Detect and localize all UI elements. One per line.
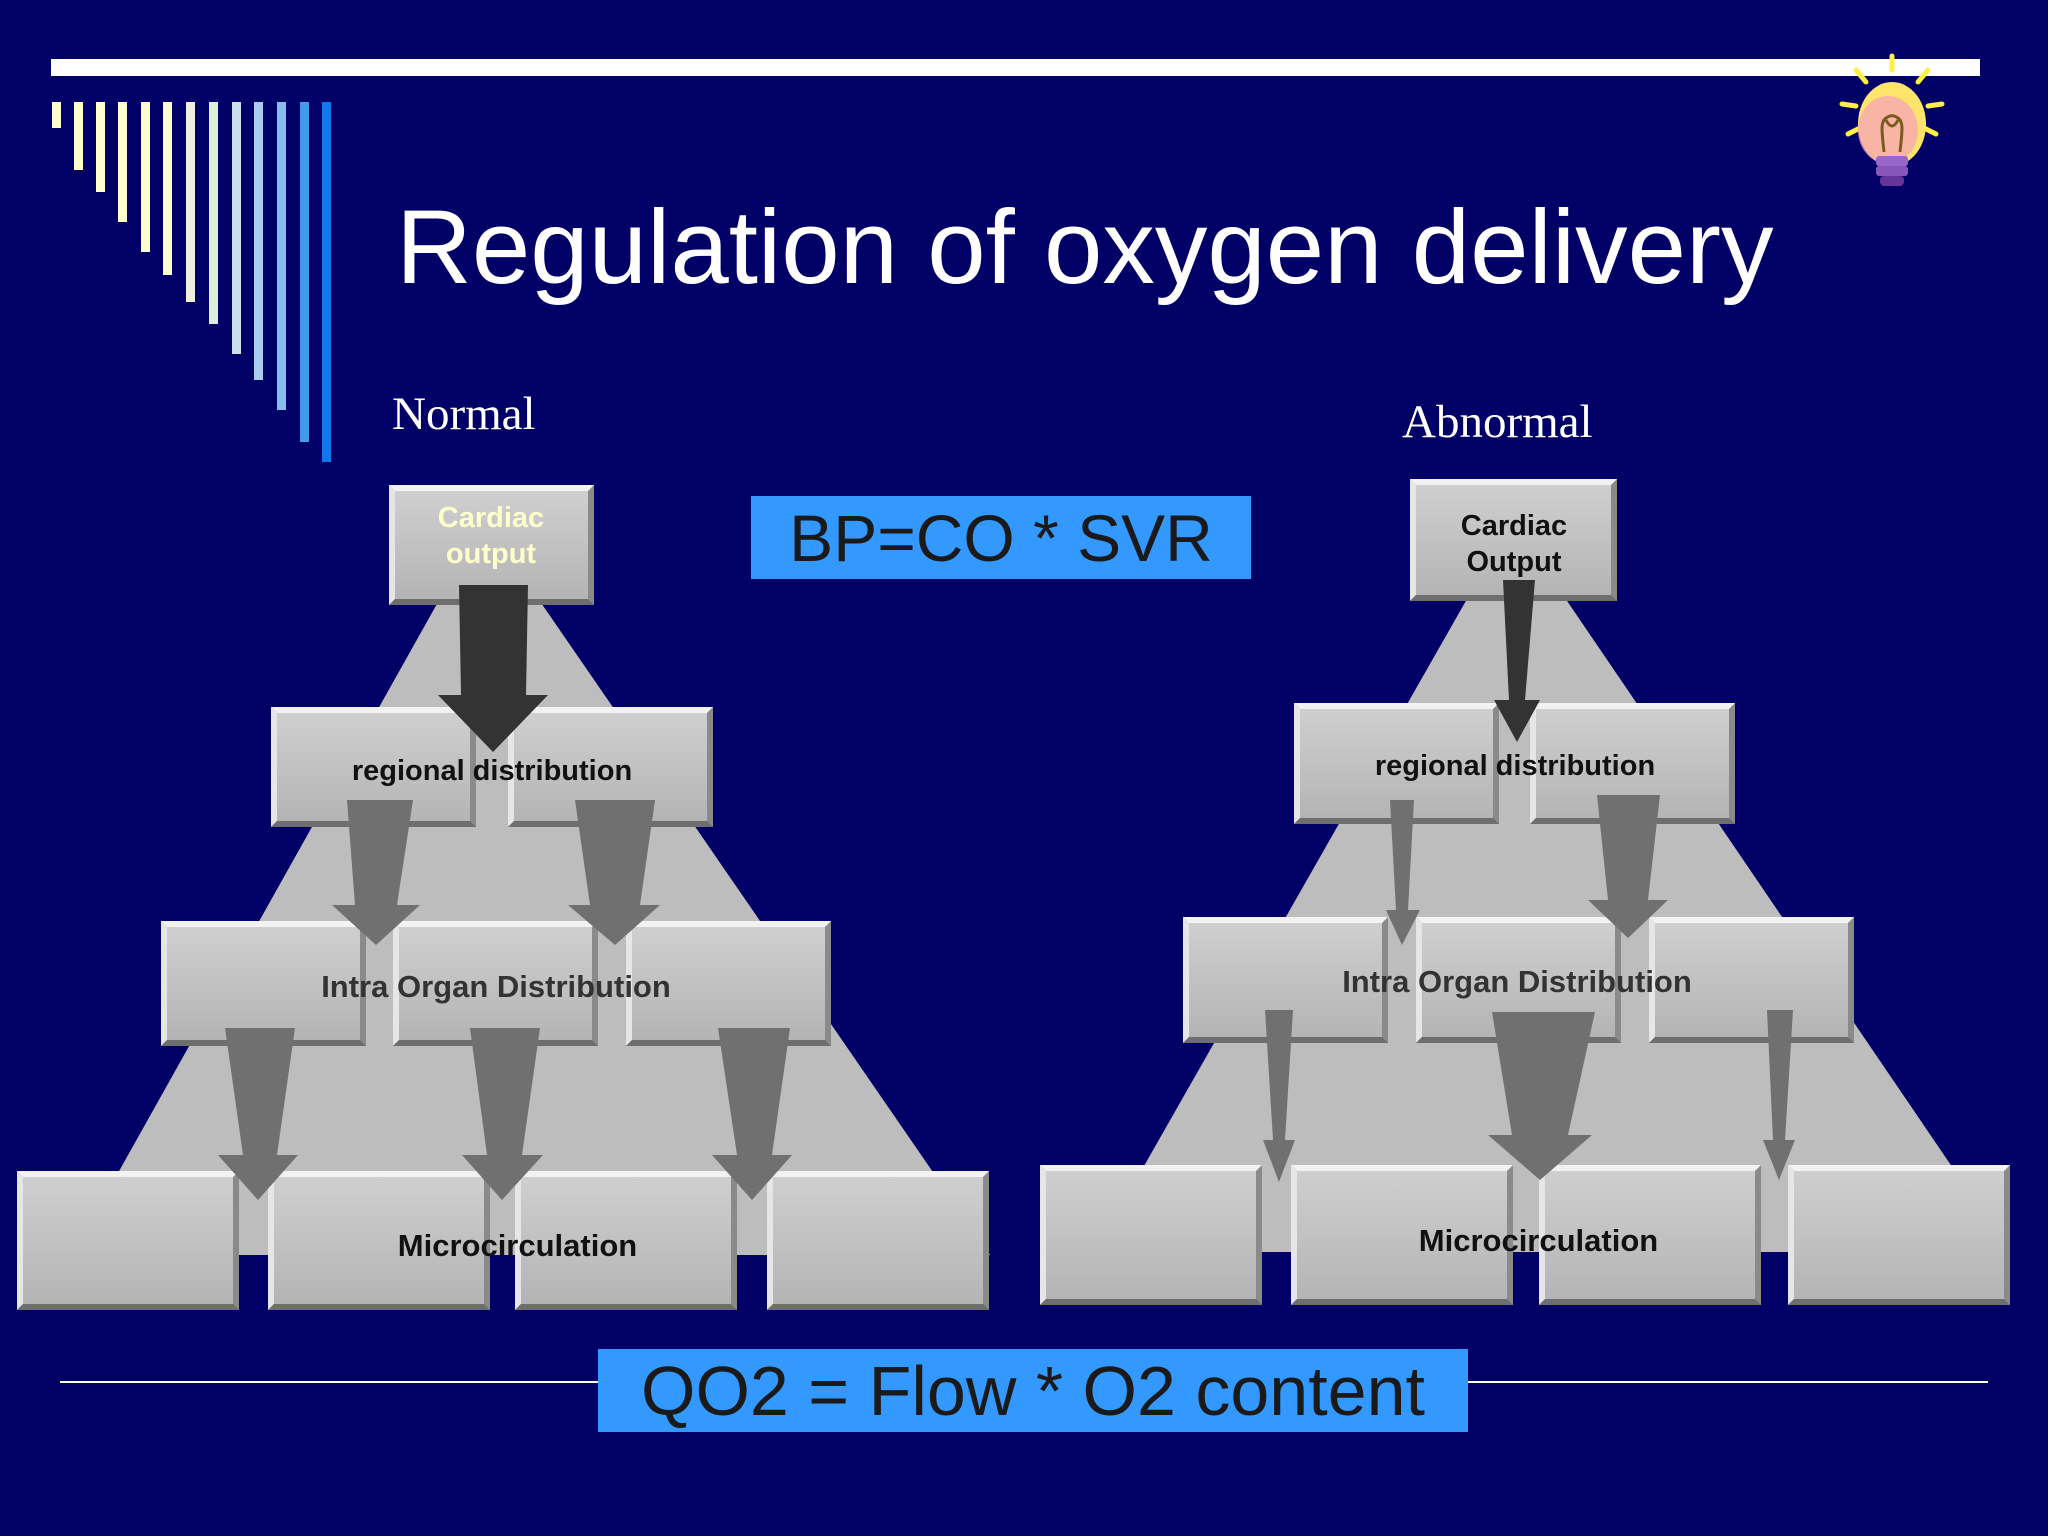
abnormal-arrow-intra-right (1763, 1010, 1795, 1180)
decorative-bar (322, 102, 331, 462)
decorative-bar (186, 102, 195, 302)
decorative-bar (163, 102, 172, 275)
diagram-box (767, 1171, 989, 1310)
abnormal-arrow-cardiac (1494, 580, 1540, 742)
abnormal-arrow-intra-mid (1488, 1012, 1595, 1180)
diagram-box (1649, 917, 1854, 1043)
bp-formula-box: BP=CO * SVR (751, 496, 1251, 579)
diagram-box (161, 921, 366, 1046)
diagram-box (1040, 1165, 1262, 1305)
normal-boxes (17, 485, 989, 1310)
decorative-bar (232, 102, 241, 354)
abnormal-arrow-regional-left (1386, 800, 1420, 945)
abnormal-label: Abnormal (1402, 396, 1593, 448)
diagram-box (389, 485, 594, 605)
bottom-rule-left (60, 1381, 600, 1383)
diagram-box (268, 1171, 490, 1310)
normal-intra-organ-label: Intra Organ Distribution (321, 969, 671, 1004)
diagram-box (17, 1171, 239, 1310)
decorative-bar (209, 102, 218, 324)
normal-pyramid (72, 520, 990, 1255)
qo2-formula-box: QO2 = Flow * O2 content (598, 1349, 1468, 1432)
abnormal-intra-organ-label: Intra Organ Distribution (1342, 964, 1692, 999)
decorative-bar (96, 102, 105, 192)
normal-arrow-regional-left (332, 800, 420, 945)
abnormal-arrow-regional-right (1588, 795, 1668, 938)
diagram-box (508, 707, 713, 827)
normal-arrows (218, 585, 792, 1200)
diagram-box (1291, 1165, 1513, 1305)
decorative-bar (254, 102, 263, 380)
diagram-box (1539, 1165, 1761, 1305)
lightbulb-icon (1839, 53, 1945, 186)
normal-arrow-cardiac (438, 585, 548, 752)
abnormal-arrows (1263, 580, 1795, 1182)
normal-microcirculation-label: Microcirculation (397, 1228, 638, 1263)
normal-label: Normal (392, 388, 536, 440)
diagram-box (1788, 1165, 2010, 1305)
normal-arrow-regional-right (568, 800, 660, 945)
normal-arrow-intra-right (712, 1028, 792, 1200)
abnormal-cardiac-output-label: Cardiac Output (1460, 510, 1568, 579)
decorative-bar (141, 102, 150, 252)
bottom-rule-right (1468, 1381, 1988, 1383)
diagram-box (1410, 479, 1617, 601)
abnormal-arrow-intra-left (1263, 1010, 1295, 1182)
normal-arrow-intra-left (218, 1028, 298, 1200)
normal-cardiac-output-label: Cardiac output (437, 502, 545, 571)
normal-regional-distribution-label: regional distribution (351, 755, 633, 787)
diagram-box (393, 921, 598, 1046)
decorative-bar (118, 102, 127, 222)
decorative-bar (277, 102, 286, 410)
decorative-bar (52, 102, 61, 128)
diagram-box (626, 921, 831, 1046)
decorative-bar (74, 102, 83, 170)
abnormal-regional-distribution-label: regional distribution (1374, 750, 1656, 782)
abnormal-microcirculation-label: Microcirculation (1418, 1223, 1659, 1258)
slide-title: Regulation of oxygen delivery (396, 189, 1774, 306)
decorative-bar (300, 102, 309, 442)
top-rule (51, 59, 1980, 76)
normal-arrow-intra-mid (462, 1028, 543, 1200)
diagram-box (515, 1171, 737, 1310)
